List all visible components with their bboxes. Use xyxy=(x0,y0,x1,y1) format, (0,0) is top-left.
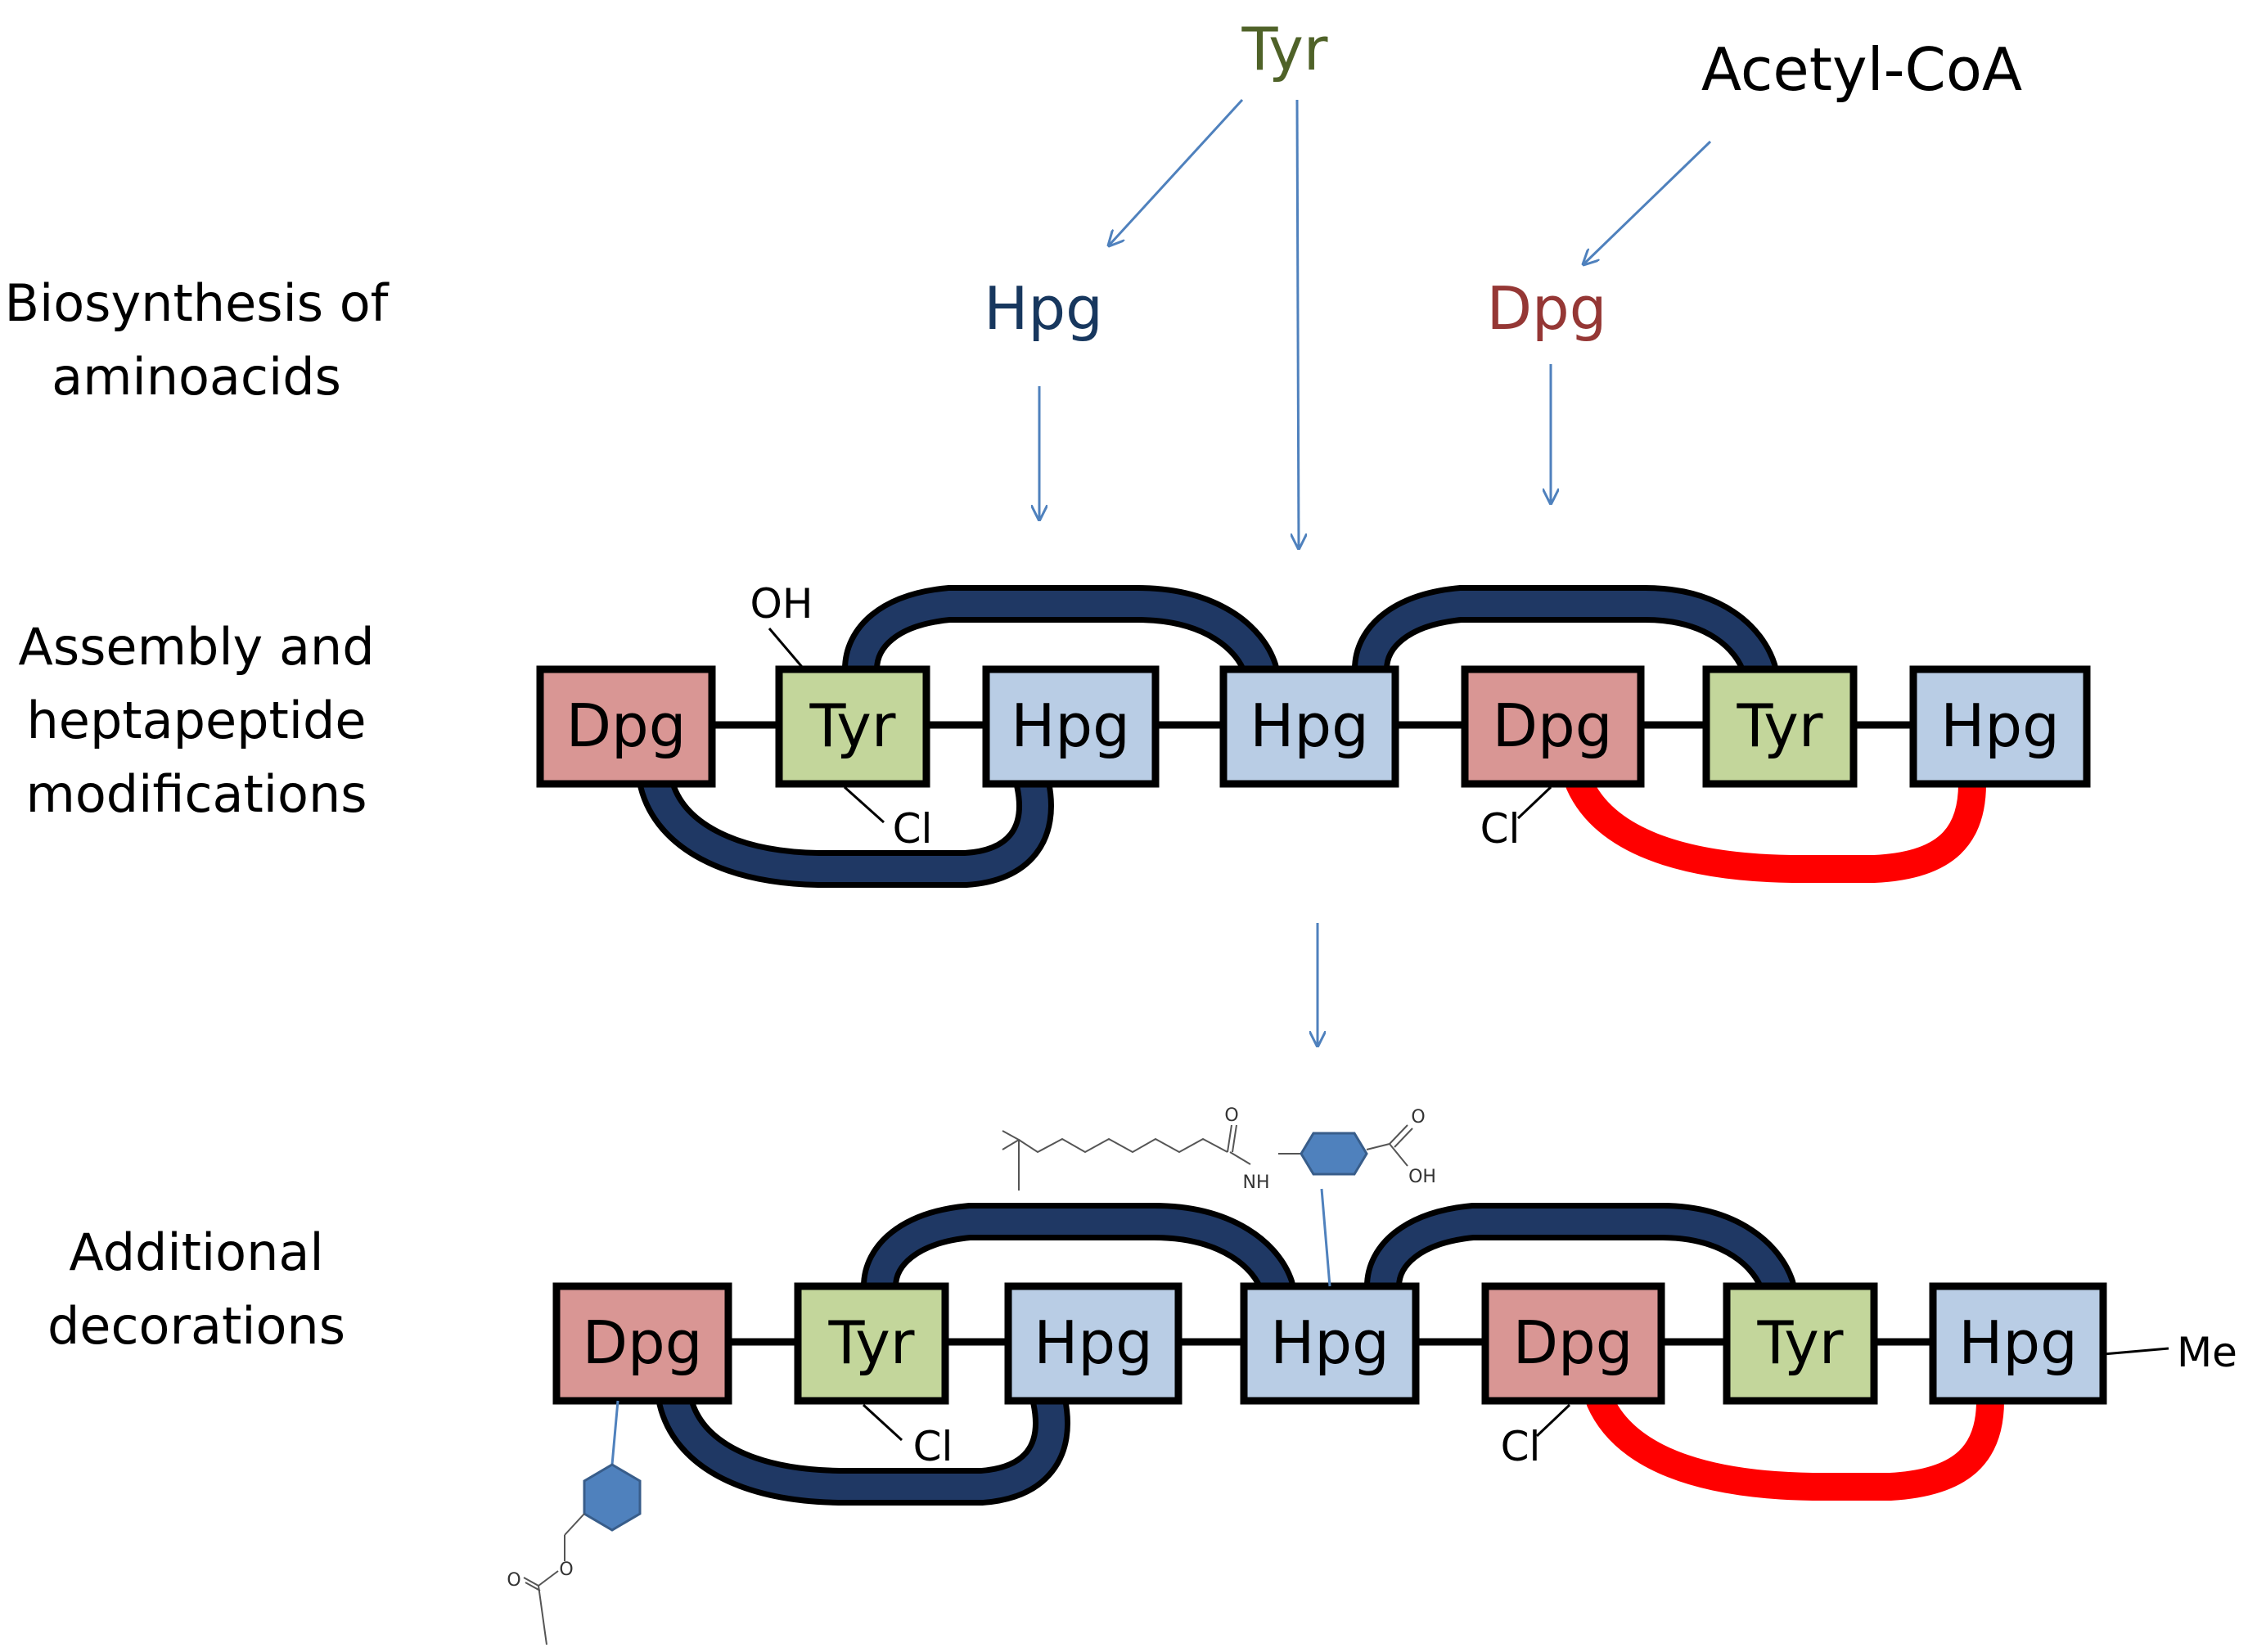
crosslink-hpg4-tyr6 xyxy=(1370,1209,1791,1299)
lipid-attachment-bond xyxy=(1320,1188,1331,1287)
ester-oxygen: O xyxy=(559,1560,573,1580)
residue-label: Tyr xyxy=(1757,1308,1844,1377)
heptapeptide-row: Dpg Tyr Hpg Hpg Dpg Tyr xyxy=(536,580,2091,888)
crosslinks xyxy=(637,585,1986,888)
precursor-dpg: Dpg xyxy=(1487,274,1607,343)
chloro-tyr-label: Cl xyxy=(913,1423,953,1470)
residue-label: Hpg xyxy=(1940,691,2060,760)
stage-label-assembly-line3: modifications xyxy=(25,764,367,824)
peptide-bonds xyxy=(728,1338,2169,1356)
hydroxyl-label: OH xyxy=(750,580,813,628)
precursor-tyr: Tyr xyxy=(1241,15,1328,83)
lipid-moiety: O NH O OH xyxy=(1002,1105,1436,1287)
residue-tyr: Tyr xyxy=(794,1282,949,1405)
pathway-arrows xyxy=(1039,98,1712,1046)
residue-tyr: Tyr xyxy=(1702,665,1858,788)
residue-label: Hpg xyxy=(1270,1308,1390,1377)
crosslink-tyr2-hpg4 xyxy=(867,1209,1290,1299)
residue-hpg: Hpg xyxy=(1219,665,1399,788)
residue-dpg: Dpg xyxy=(1481,1282,1665,1405)
residue-hpg: Hpg xyxy=(1240,1282,1420,1405)
residue-label: Tyr xyxy=(1737,691,1823,760)
crosslink-dpg1-hpg3 xyxy=(662,1388,1065,1500)
residue-label: Dpg xyxy=(583,1308,703,1377)
residue-label: Hpg xyxy=(1958,1308,2078,1377)
residue-label: Hpg xyxy=(1250,691,1369,760)
stage-label-assembly-line1: Assembly and xyxy=(18,617,374,677)
residue-hpg: Hpg xyxy=(1909,665,2091,788)
stage-label-biosynthesis-line1: Biosynthesis of xyxy=(4,273,390,333)
residue-label: Tyr xyxy=(809,691,896,760)
crosslink-dpg1-hpg3 xyxy=(643,771,1048,882)
precursor-acetyl-coa: Acetyl-CoA xyxy=(1701,35,2022,104)
residue-hpg: Hpg xyxy=(1929,1282,2107,1405)
crosslink-hpg4-tyr6 xyxy=(1358,591,1773,682)
stage-label-biosynthesis-line2: aminoacids xyxy=(52,347,341,407)
residue-label: Tyr xyxy=(828,1308,915,1377)
chloro-tyr-label: Cl xyxy=(893,805,933,853)
precursors: Tyr Acetyl-CoA Hpg Dpg xyxy=(984,15,2022,343)
sugar-ester-chain xyxy=(523,1513,585,1645)
substituents: Cl Cl Me xyxy=(862,1329,2237,1470)
crosslink-dpg5-hpg7 xyxy=(1565,770,1986,883)
sugar-attachment-bond xyxy=(610,1400,619,1465)
residues: Dpg Tyr Hpg Hpg Dpg Tyr xyxy=(536,665,2091,788)
benzene-ring-icon xyxy=(1300,1132,1368,1176)
crosslinks xyxy=(656,1203,2004,1506)
sugar-moiety: O O xyxy=(507,1400,642,1645)
methyl-label: Me xyxy=(2177,1329,2237,1376)
crosslink-dpg5-hpg7 xyxy=(1586,1387,2004,1501)
residue-label: Dpg xyxy=(1493,691,1613,760)
stage-label-decorations-line2: decorations xyxy=(47,1296,345,1356)
residue-label: Hpg xyxy=(1011,691,1130,760)
crosslink-tyr2-hpg4 xyxy=(848,591,1273,682)
chloro-dpg-label: Cl xyxy=(1501,1423,1541,1470)
residue-hpg: Hpg xyxy=(982,665,1160,788)
acid-hydroxyl: OH xyxy=(1408,1167,1436,1187)
hexagon-ring-icon xyxy=(583,1463,642,1532)
precursor-hpg: Hpg xyxy=(984,274,1103,343)
lipid-carbonyl-o: O xyxy=(1224,1105,1238,1126)
residue-label: Dpg xyxy=(1513,1308,1633,1377)
stage-label-decorations-line1: Additional xyxy=(69,1222,323,1282)
lipid-chain xyxy=(1002,1124,1413,1191)
residue-tyr: Tyr xyxy=(775,665,930,788)
chloro-dpg-label: Cl xyxy=(1480,805,1520,853)
residue-dpg: Dpg xyxy=(536,665,716,788)
residue-dpg: Dpg xyxy=(1461,665,1645,788)
arrow-tyr-to-hpg xyxy=(1109,98,1244,245)
ester-carbonyl-o: O xyxy=(507,1570,520,1591)
arrow-acetylcoa-to-dpg xyxy=(1583,140,1712,264)
stage-label-assembly-line2: heptapeptide xyxy=(27,691,367,750)
substituents: OH Cl Cl xyxy=(750,580,1552,853)
residue-tyr: Tyr xyxy=(1723,1282,1878,1405)
methyl-bond xyxy=(2102,1347,2169,1356)
stage-labels: Biosynthesis of aminoacids Assembly and … xyxy=(4,273,390,1356)
residue-hpg: Hpg xyxy=(1004,1282,1183,1405)
acid-carbonyl-o: O xyxy=(1411,1107,1425,1128)
residue-label: Hpg xyxy=(1034,1308,1153,1377)
decorated-heptapeptide-row: Dpg Tyr Hpg Hpg Dpg Tyr xyxy=(507,1105,2237,1645)
lipid-amide-nh: NH xyxy=(1243,1173,1270,1193)
arrow-tyr-to-hpg-residue xyxy=(1297,99,1299,548)
residue-label: Dpg xyxy=(566,691,687,760)
residue-dpg: Dpg xyxy=(552,1282,732,1405)
